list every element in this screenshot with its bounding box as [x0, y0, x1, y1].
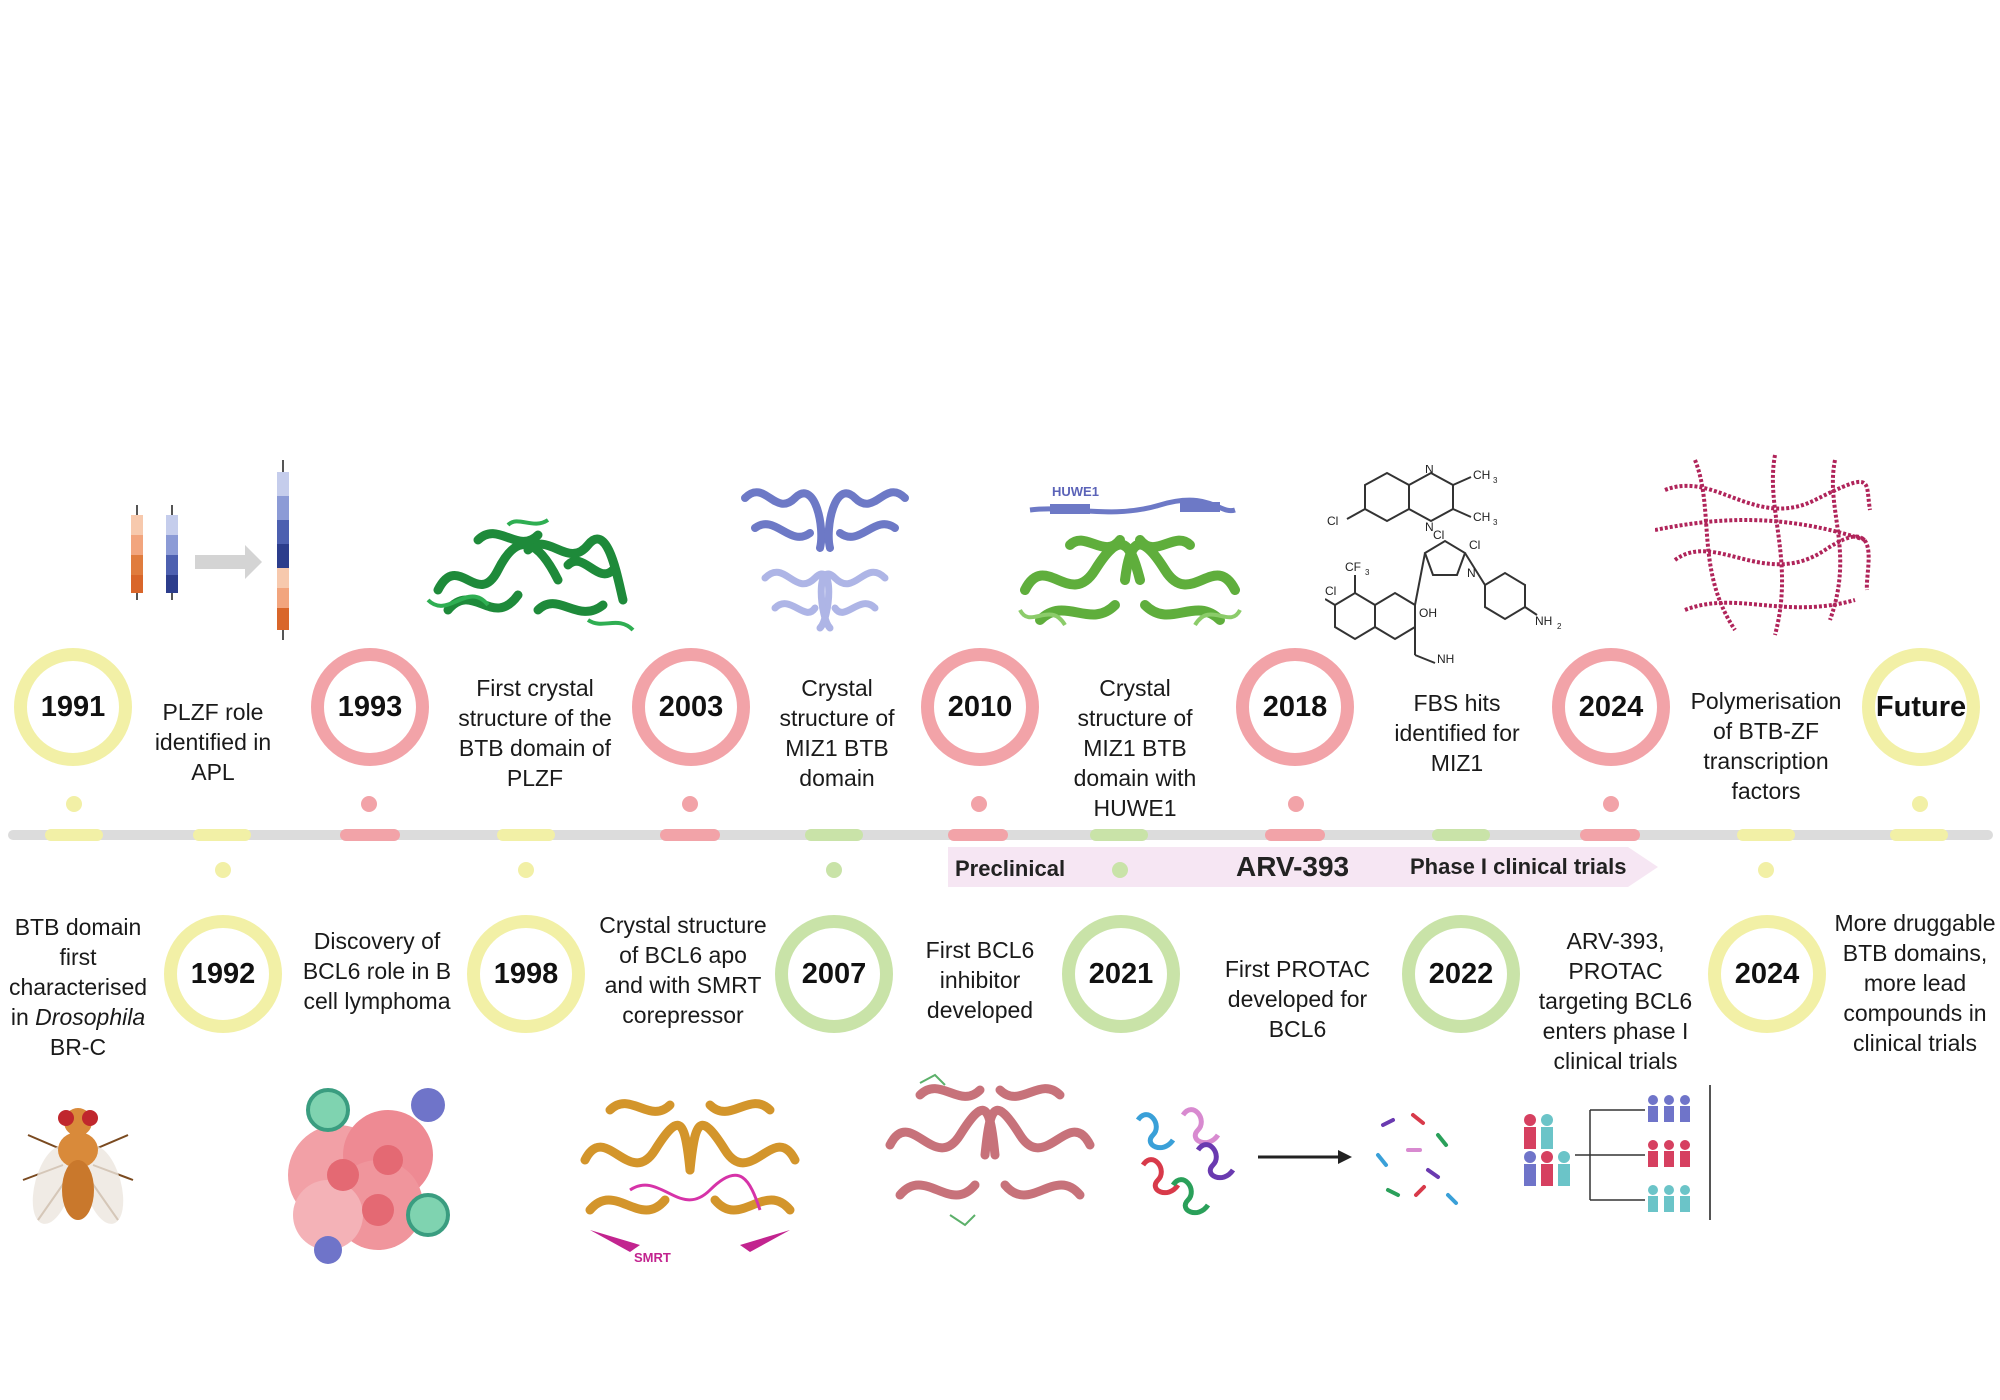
event-label-2003: Crystal structure of MIZ1 BTB domain [779, 675, 895, 791]
protein-structure-icon [885, 1073, 1095, 1227]
event-label-2007: First BCL6 inhibitor developed [925, 937, 1035, 1023]
axis-marker-2021 [1090, 829, 1148, 841]
svg-text:OH: OH [1419, 606, 1437, 620]
svg-text:3: 3 [1493, 476, 1498, 485]
event-label-2018: FBS hits identified for MIZ1 [1394, 690, 1520, 776]
connector-dot-2021 [1112, 862, 1128, 878]
axis-marker-2024-bottom [1737, 829, 1795, 841]
svg-text:NH: NH [1535, 614, 1552, 628]
year-circle-future: Future [1862, 648, 1980, 766]
connector-dot-1991 [66, 796, 82, 812]
svg-text:Cl: Cl [1327, 514, 1338, 528]
svg-text:2: 2 [1557, 622, 1562, 631]
axis-marker-2007 [805, 829, 863, 841]
svg-text:N: N [1425, 520, 1434, 534]
connector-dot-2024-bottom [1758, 862, 1774, 878]
connector-dot-1992 [215, 862, 231, 878]
connector-dot-2010 [971, 796, 987, 812]
year-circle-1993: 1993 [311, 648, 429, 766]
protein-structure-icon [580, 1099, 800, 1252]
year-circle-2024-top: 2024 [1552, 648, 1670, 766]
event-label-1991-bottom: BTB domain first characterised in Drosop… [8, 914, 148, 1060]
year-circle-1992: 1992 [164, 915, 282, 1033]
huwe1-label: HUWE1 [1052, 484, 1099, 499]
axis-marker-2024-top [1580, 829, 1640, 841]
connector-dot-2003 [682, 796, 698, 812]
event-label-1993: First crystal structure of the BTB domai… [458, 675, 612, 791]
fly-icon [22, 1108, 134, 1224]
event-label-1992: Discovery of BCL6 role in B cell lymphom… [302, 928, 452, 1014]
year-circle-2007: 2007 [775, 915, 893, 1033]
polymer-network-icon [1655, 454, 1872, 636]
event-label-2010: Crystal structure of MIZ1 BTB domain wit… [1073, 675, 1197, 821]
year-circle-1998: 1998 [467, 915, 585, 1033]
year-circle-2021: 2021 [1062, 915, 1180, 1033]
axis-marker-1992 [193, 829, 251, 841]
svg-text:CH: CH [1473, 468, 1490, 482]
patients-icon [1524, 1085, 1711, 1220]
axis-marker-future [1890, 829, 1948, 841]
axis-marker-1991 [45, 829, 103, 841]
axis-marker-1998 [497, 829, 555, 841]
event-label-1991: PLZF role identified in APL [154, 699, 272, 785]
connector-dot-future [1912, 796, 1928, 812]
year-circle-2010: 2010 [921, 648, 1039, 766]
axis-marker-2022 [1432, 829, 1490, 841]
svg-text:Cl: Cl [1433, 528, 1444, 542]
connector-dot-1993 [361, 796, 377, 812]
arv393-label: ARV-393 [1236, 851, 1350, 882]
degradation-icon [1135, 1107, 1458, 1216]
clinical-progress-arrow [948, 847, 1658, 887]
event-label-2022: ARV-393, PROTAC targeting BCL6 enters ph… [1538, 928, 1693, 1074]
connector-dot-2024-top [1603, 796, 1619, 812]
svg-text:NH: NH [1437, 652, 1454, 666]
axis-marker-2018 [1265, 829, 1325, 841]
axis-marker-1993 [340, 829, 400, 841]
year-circle-2003: 2003 [632, 648, 750, 766]
lymphoma-cells-icon [288, 1088, 450, 1264]
event-label-2021: First PROTAC developed for BCL6 [1224, 956, 1371, 1042]
axis-marker-2003 [660, 829, 720, 841]
event-label-2024-bottom: More druggable BTB domains, more lead co… [1834, 910, 1996, 1056]
year-circle-2024-bottom: 2024 [1708, 915, 1826, 1033]
connector-dot-2018 [1288, 796, 1304, 812]
protein-structure-icon [1018, 497, 1242, 627]
preclinical-label: Preclinical [955, 856, 1066, 881]
phase1-label: Phase I clinical trials [1410, 854, 1627, 879]
chromosome-fusion-icon [131, 460, 289, 640]
year-circle-2022: 2022 [1402, 915, 1520, 1033]
protein-structure-icon [426, 518, 635, 632]
svg-text:N: N [1467, 566, 1476, 580]
svg-text:3: 3 [1365, 568, 1370, 577]
event-label-2024-top: Polymerisation of BTB-ZF transcription f… [1690, 688, 1842, 804]
svg-text:Cl: Cl [1469, 538, 1480, 552]
event-label-1998: Crystal structure of BCL6 apo and with S… [599, 912, 767, 1028]
smrt-label: SMRT [634, 1250, 671, 1265]
svg-text:CH: CH [1473, 510, 1490, 524]
svg-text:CF: CF [1345, 560, 1361, 574]
connector-dot-1998 [518, 862, 534, 878]
connector-dot-2007 [826, 862, 842, 878]
axis-marker-2010 [948, 829, 1008, 841]
svg-text:3: 3 [1493, 518, 1498, 527]
svg-text:Cl: Cl [1325, 584, 1336, 598]
svg-text:N: N [1425, 465, 1434, 476]
protein-structure-icon [741, 488, 909, 632]
year-circle-1991: 1991 [14, 648, 132, 766]
